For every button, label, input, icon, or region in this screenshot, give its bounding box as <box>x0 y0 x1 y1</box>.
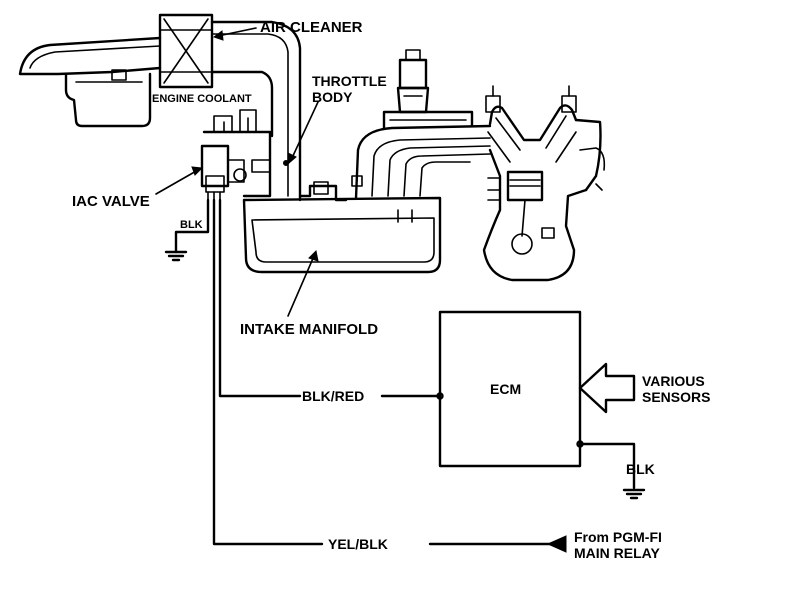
label-iac-valve: IAC VALVE <box>72 193 150 210</box>
label-various: VARIOUS <box>642 373 705 389</box>
label-ecm: ECM <box>490 381 521 397</box>
wire-blk-red <box>218 198 444 400</box>
engine-block <box>482 85 606 282</box>
label-intake-manifold: INTAKE MANIFOLD <box>240 321 378 338</box>
label-sensors: SENSORS <box>642 389 710 405</box>
leader-iac-valve <box>155 166 204 195</box>
leader-air-cleaner <box>212 27 257 41</box>
iac-valve <box>200 144 247 201</box>
label-body: BODY <box>312 89 353 105</box>
wire-blk-iac-ground <box>164 198 210 262</box>
air-cleaner <box>158 13 214 89</box>
throttle-body <box>202 130 348 202</box>
intake-manifold <box>242 49 492 274</box>
sensor-input-arrow <box>578 362 636 414</box>
label-yel-blk: YEL/BLK <box>328 536 388 552</box>
label-blk-iac: BLK <box>180 219 203 231</box>
label-engine-coolant: ENGINE COOLANT <box>152 93 252 105</box>
label-blk-ecm: BLK <box>626 461 655 477</box>
wire-yel-blk <box>212 198 567 553</box>
label-from-pgm-fi: From PGM-FI <box>574 529 662 545</box>
wire-blk-ecm-ground <box>576 440 646 500</box>
label-air-cleaner: AIR CLEANER <box>260 19 363 36</box>
leader-intake-manifold <box>287 249 319 317</box>
leader-throttle-body <box>287 101 319 165</box>
label-throttle: THROTTLE <box>312 73 387 89</box>
label-main-relay: MAIN RELAY <box>574 545 660 561</box>
intake-duct <box>18 20 302 202</box>
label-blk-red: BLK/RED <box>302 388 364 404</box>
